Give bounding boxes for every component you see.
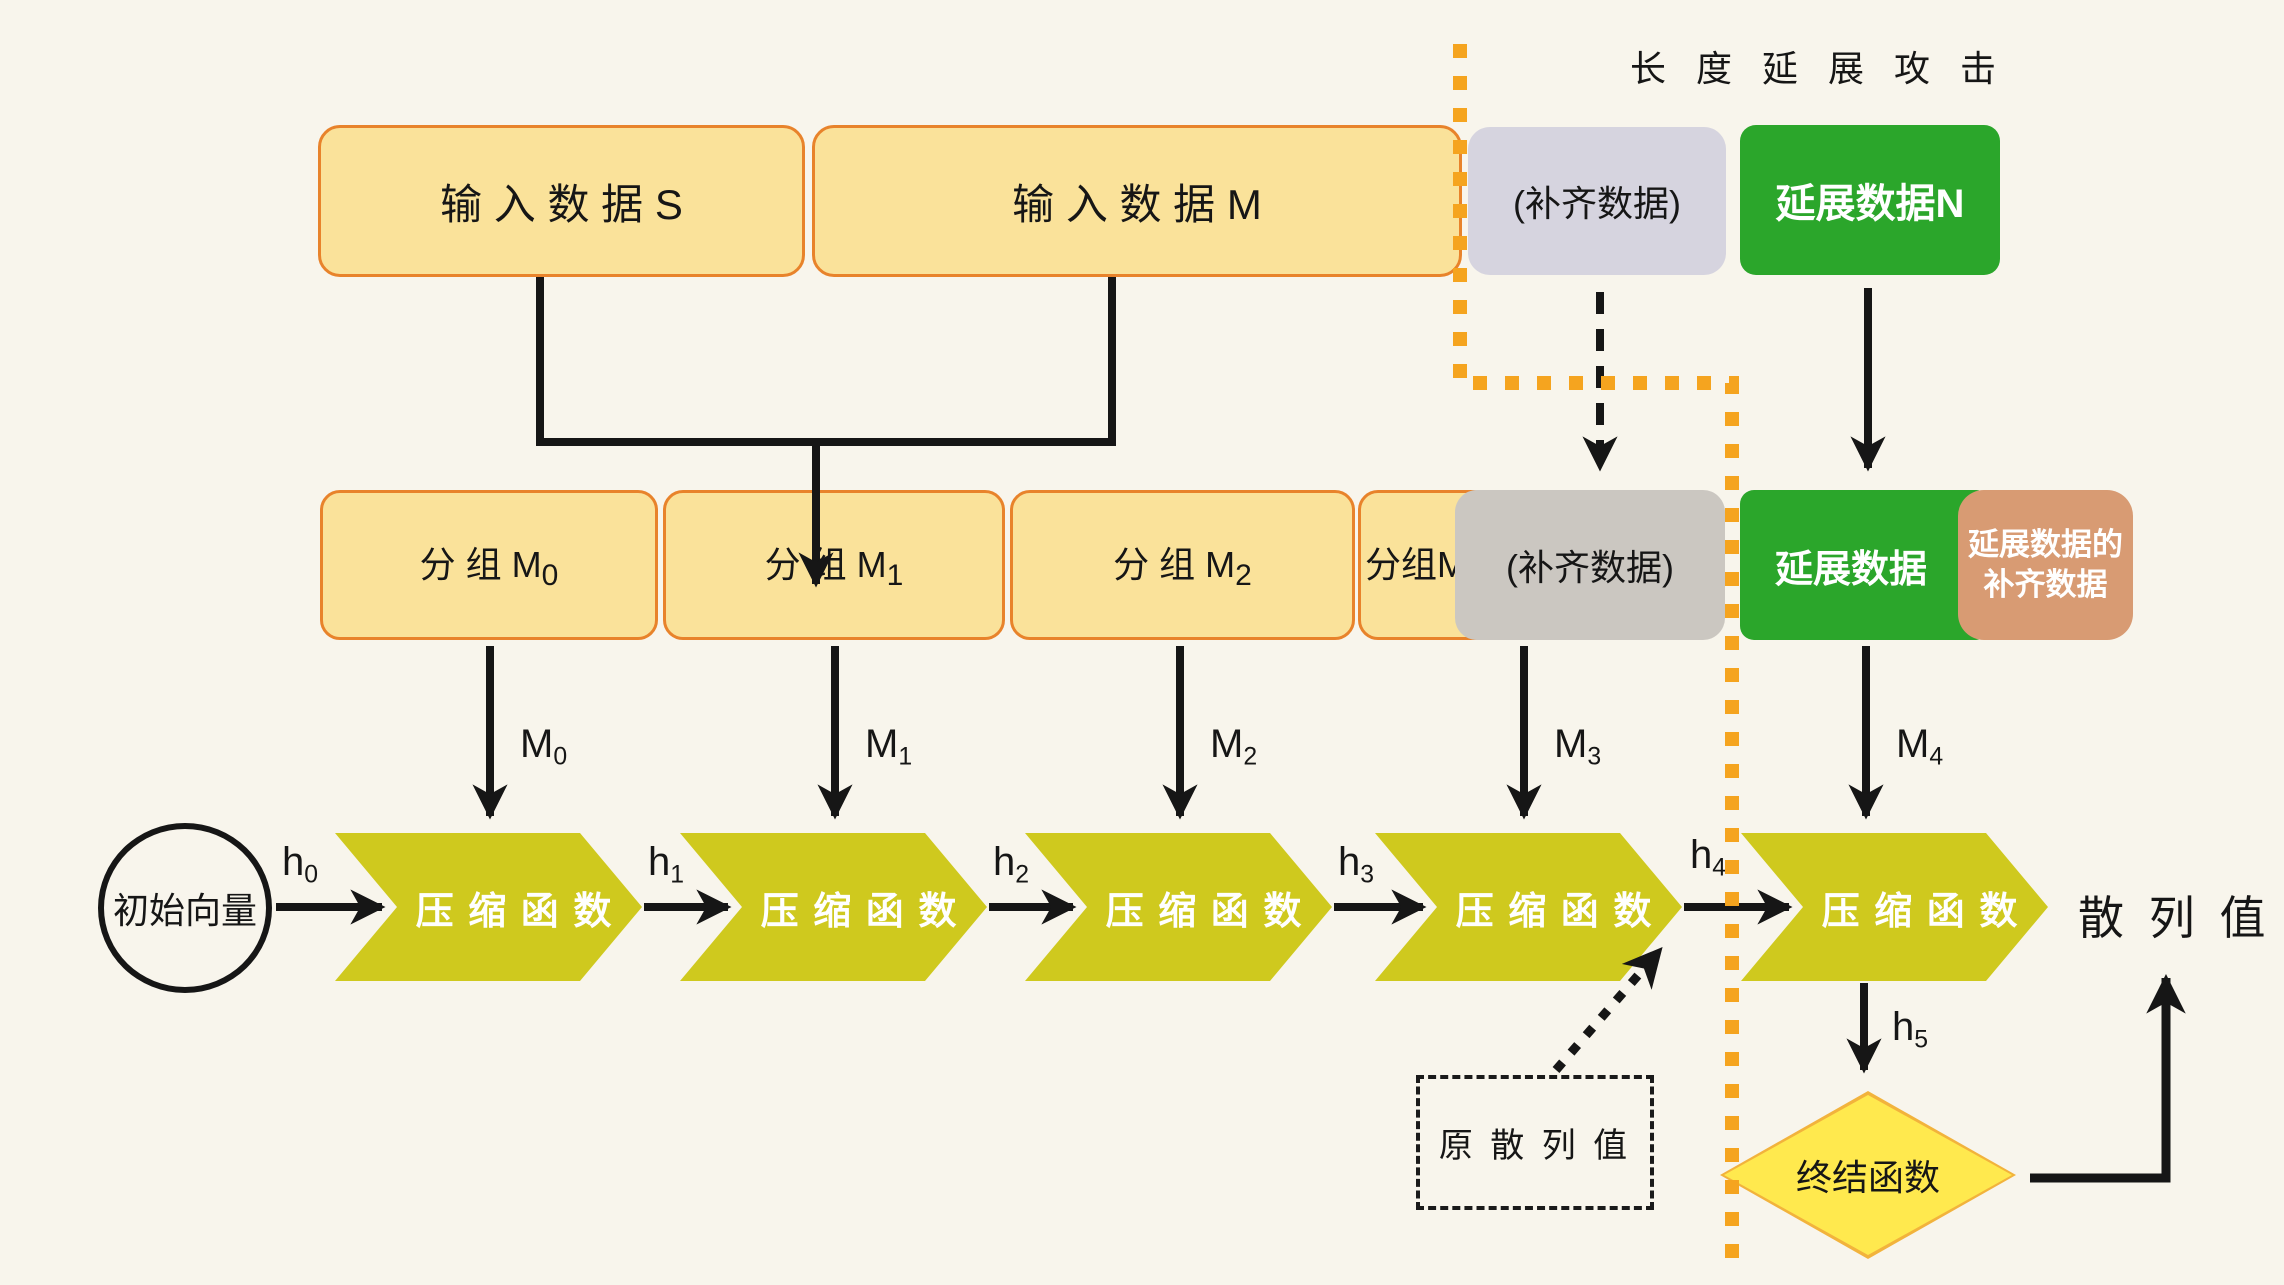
m4-arrow-label: M4 xyxy=(1896,722,1944,771)
final-function-node: 终结函数 xyxy=(1720,1091,2016,1259)
group-m1-label: 分 组 M1 xyxy=(764,544,904,593)
extension-padding-line2: 补齐数据 xyxy=(1983,567,2108,602)
extension-padding-box: 延展数据的 补齐数据 xyxy=(1958,490,2133,640)
group-m2-box: 分 组 M2 xyxy=(1010,490,1355,640)
original-hash-box: 原 散 列 值 xyxy=(1416,1075,1654,1210)
m1-arrow-label: M1 xyxy=(865,722,913,771)
hash-output-arrow xyxy=(2030,974,2186,1183)
hash-value-label: 散 列 值 xyxy=(2078,892,2272,944)
input-data-s-box: 输 入 数 据 S xyxy=(318,125,805,277)
extension-padding-line1: 延展数据的 xyxy=(1968,526,2123,562)
length-extension-attack-label: 长 度 延 展 攻 击 xyxy=(1630,48,2007,89)
h4-label: h4 xyxy=(1690,833,1727,882)
group-m0-label: 分 组 M0 xyxy=(419,544,559,593)
compression-function-3: 压 缩 函 数 xyxy=(1025,833,1332,981)
initial-vector-node: 初始向量 xyxy=(98,823,272,993)
h0-label: h0 xyxy=(282,840,319,889)
h1-label: h1 xyxy=(648,840,685,889)
input-data-m-box: 输 入 数 据 M xyxy=(812,125,1462,277)
group-m2-label: 分 组 M2 xyxy=(1113,544,1252,593)
group-m1-box: 分 组 M1 xyxy=(663,490,1005,640)
extension-data-box: 延展数据 xyxy=(1740,490,1990,640)
padding-data-box-bottom: (补齐数据) xyxy=(1455,490,1725,640)
compression-function-2: 压 缩 函 数 xyxy=(680,833,987,981)
h5-label: h5 xyxy=(1892,1005,1929,1054)
m3-arrow-label: M3 xyxy=(1554,722,1602,771)
extension-data-n-box: 延展数据N xyxy=(1740,125,2000,275)
compression-function-5: 压 缩 函 数 xyxy=(1741,833,2048,981)
merge-connector-line xyxy=(536,277,1116,446)
padding-data-box-top: (补齐数据) xyxy=(1468,127,1726,275)
compression-function-4: 压 缩 函 数 xyxy=(1375,833,1682,981)
m0-arrow-label: M0 xyxy=(520,722,568,771)
group-m0-box: 分 组 M0 xyxy=(320,490,658,640)
h3-label: h3 xyxy=(1338,840,1375,889)
compression-function-1: 压 缩 函 数 xyxy=(335,833,642,981)
m2-arrow-label: M2 xyxy=(1210,722,1258,771)
h2-label: h2 xyxy=(993,840,1030,889)
final-function-label: 终结函数 xyxy=(1724,1095,2012,1255)
